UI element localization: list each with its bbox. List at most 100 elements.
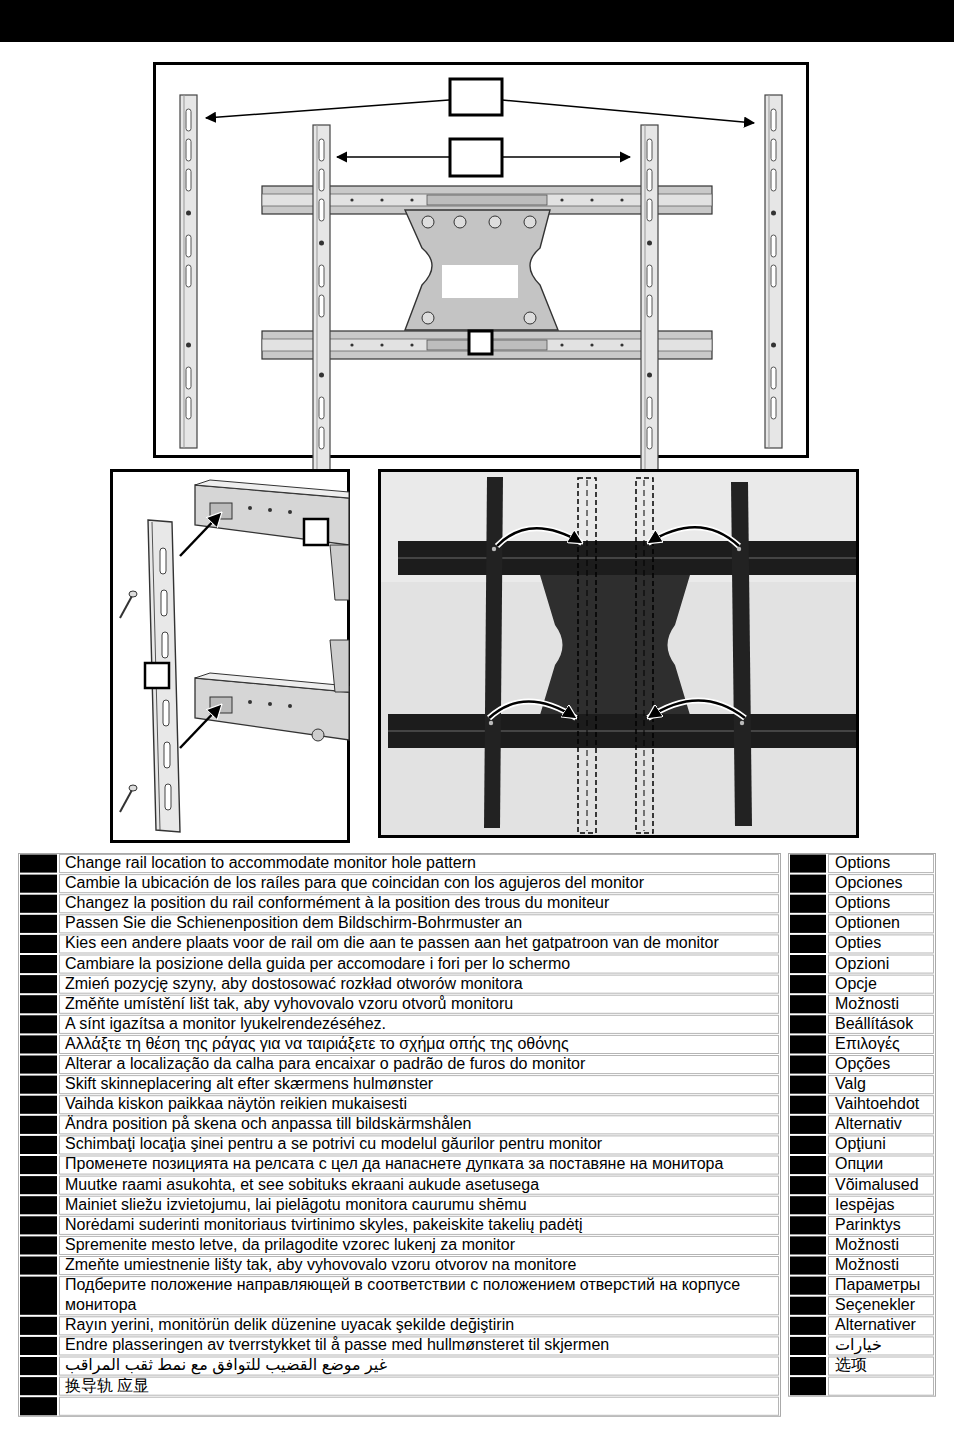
table-text: Kies een andere plaats voor de rail om d…	[65, 933, 775, 953]
table-cell	[790, 1136, 826, 1154]
table-cell	[790, 1096, 826, 1114]
table-cell	[20, 1176, 57, 1194]
table-text: A sínt igazítsa a monitor lyukelrendezés…	[65, 1014, 775, 1034]
table-text: Opcje	[835, 974, 933, 994]
table-cell	[20, 1156, 57, 1174]
table-cell	[790, 855, 826, 873]
table-cell	[790, 1297, 826, 1315]
table-text: 换导轨 应显	[65, 1376, 775, 1396]
table-text: Vaihtoehdot	[835, 1094, 933, 1114]
table-text: Změňte umístění lišt tak, aby vyhovovalo…	[65, 994, 775, 1014]
table-cell	[790, 1216, 826, 1234]
table-cell	[790, 1156, 826, 1174]
table-cell	[20, 1317, 57, 1335]
table-cell	[20, 1015, 57, 1033]
table-text: Options	[835, 893, 933, 913]
table-text: Alternativ	[835, 1114, 933, 1134]
table-text: Iespējas	[835, 1195, 933, 1215]
table-cell	[20, 1216, 57, 1234]
table-text: خيارات	[835, 1335, 882, 1355]
table-cell	[60, 955, 779, 973]
table-text: Endre plasseringen av tverrstykket til å…	[65, 1335, 775, 1355]
table-cell	[790, 915, 826, 933]
table-text: Zmeňte umiestnenie lišty tak, aby vyhovo…	[65, 1255, 775, 1275]
table-text: Επιλογές	[835, 1034, 933, 1054]
table-cell	[790, 1056, 826, 1074]
table-cell	[789, 854, 936, 1397]
table-text: Opções	[835, 1054, 933, 1074]
table-text: Rayın yerini, monitörün delik düzenine u…	[65, 1315, 775, 1335]
table-text: Alternativer	[835, 1315, 933, 1335]
table-cell	[20, 955, 57, 973]
table-cell	[790, 1196, 826, 1214]
table-cell	[20, 1357, 57, 1375]
table-text: Võimalused	[835, 1175, 933, 1195]
table-cell	[60, 1397, 779, 1415]
table-cell	[20, 995, 57, 1013]
table-text: Schimbaţi locaţia şinei pentru a se potr…	[65, 1134, 775, 1154]
table-cell	[20, 875, 57, 893]
table-text: Možnosti	[835, 994, 933, 1014]
top-figure	[155, 64, 808, 479]
table-cell	[790, 1257, 826, 1275]
table-cell	[790, 1236, 826, 1254]
table-text: Spremenite mesto letve, da prilagodite v…	[65, 1235, 775, 1255]
table-text: Подберите положение направляющей в соотв…	[65, 1275, 775, 1315]
table-cell	[20, 1076, 57, 1094]
table-cell	[20, 895, 57, 913]
table-cell	[20, 1397, 57, 1415]
table-cell	[20, 935, 57, 953]
table-text: Changez la position du rail conformément…	[65, 893, 775, 913]
table-text: Skift skinneplacering alt efter skærmens…	[65, 1074, 775, 1094]
table-text: Opţiuni	[835, 1134, 933, 1154]
table-text: Ändra position på skena och anpassa till…	[65, 1114, 775, 1134]
table-text: Mainiet sliežu izvietojumu, lai pielāgot…	[65, 1195, 775, 1215]
table-cell	[790, 1076, 826, 1094]
table-cell	[60, 1377, 779, 1395]
table-cell	[20, 1096, 57, 1114]
table-cell	[790, 935, 826, 953]
table-cell	[829, 1377, 934, 1395]
table-cell	[790, 1015, 826, 1033]
table-text: Vaihda kiskon paikkaa näytön reikien muk…	[65, 1094, 775, 1114]
table-cell	[20, 1196, 57, 1214]
table-text: 选项	[835, 1355, 933, 1375]
table-cell	[20, 1035, 57, 1053]
table-cell	[790, 1317, 826, 1335]
table-text: Opciones	[835, 873, 933, 893]
table-text: Cambie la ubicación de los raíles para q…	[65, 873, 775, 893]
table-text: Alterar a localização da calha para enca…	[65, 1054, 775, 1074]
table-text: Passen Sie die Schienenposition dem Bild…	[65, 913, 775, 933]
table-text: Muutke raami asukohta, et see sobituks e…	[65, 1175, 775, 1195]
table-text: Možnosti	[835, 1255, 933, 1275]
table-cell	[790, 1116, 826, 1134]
table-cell	[20, 1337, 57, 1355]
header-bar	[0, 0, 954, 42]
table-text: غير موضع القضيب للتوافق مع نمط ثقب المرا…	[65, 1355, 387, 1375]
table-text: Optionen	[835, 913, 933, 933]
table-cell	[790, 875, 826, 893]
table-cell	[790, 1035, 826, 1053]
table-cell	[790, 1357, 826, 1375]
table-cell	[20, 1277, 57, 1315]
table-text: Seçenekler	[835, 1295, 933, 1315]
table-cell	[20, 1257, 57, 1275]
table-text: Možnosti	[835, 1235, 933, 1255]
table-text: Opzioni	[835, 954, 933, 974]
table-cell	[790, 1176, 826, 1194]
table-text: Parinktys	[835, 1215, 933, 1235]
table-cell	[790, 975, 826, 993]
table-cell	[829, 955, 934, 973]
table-text: Αλλάξτε τη θέση της ράγας για να ταιριάξ…	[65, 1034, 775, 1054]
table-cell	[790, 895, 826, 913]
table-cell	[20, 915, 57, 933]
table-cell	[20, 1116, 57, 1134]
table-text: Cambiare la posizione della guida per ac…	[65, 954, 775, 974]
table-text: Опции	[835, 1154, 933, 1174]
table-cell	[20, 975, 57, 993]
table-text: Beállítások	[835, 1014, 933, 1034]
table-cell	[20, 855, 57, 873]
table-text: Zmień pozycję szyny, aby dostosować rozk…	[65, 974, 775, 994]
table-text: Променете позицията на релсата с цел да …	[65, 1154, 775, 1174]
table-cell	[20, 1236, 57, 1254]
